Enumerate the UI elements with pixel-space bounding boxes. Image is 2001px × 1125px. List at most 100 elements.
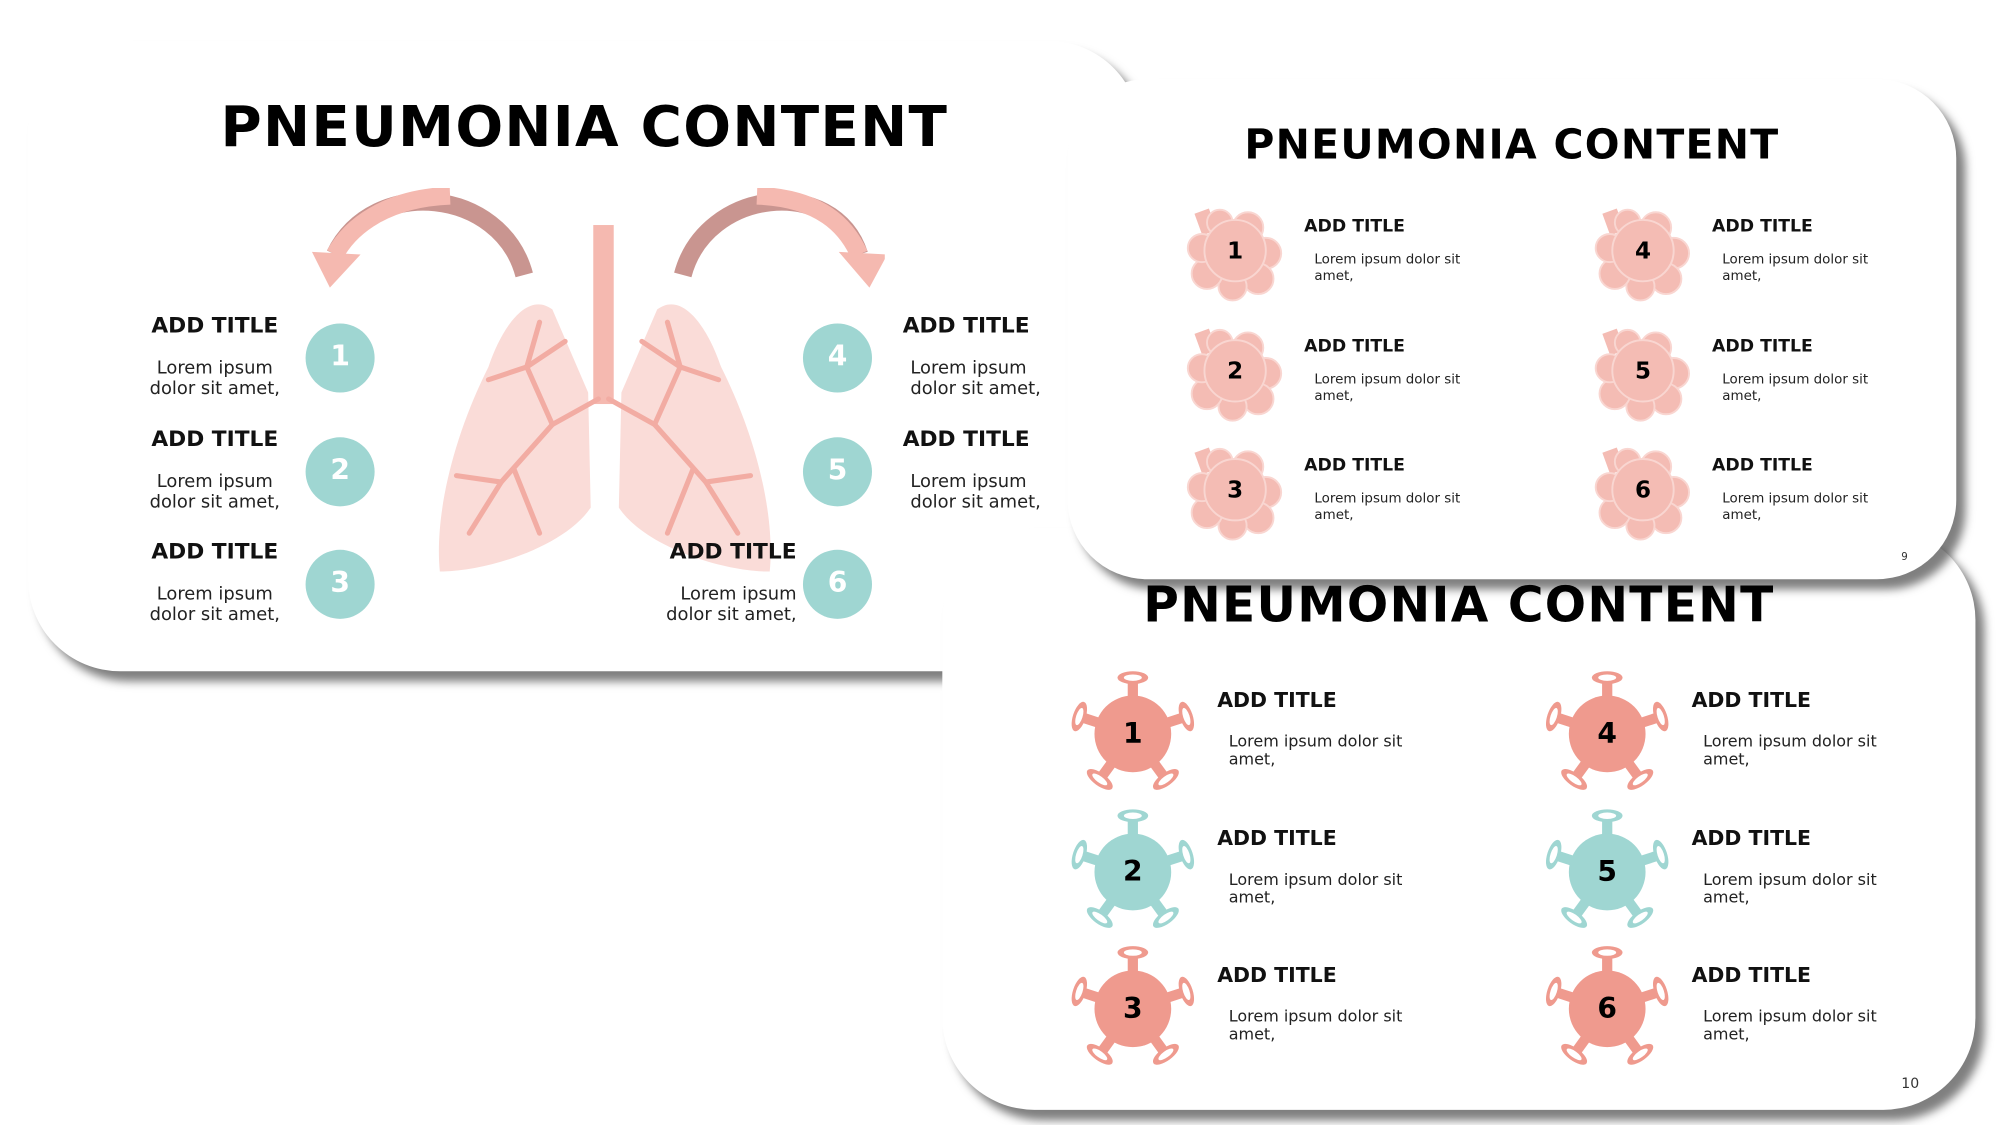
item-title: ADD TITLE [1304, 335, 1405, 357]
number-circle [802, 436, 873, 506]
item-number: 6 [827, 567, 848, 600]
item-number: 4 [827, 341, 848, 374]
item-text-line: amet, [1703, 886, 1750, 906]
item-number: 3 [1227, 476, 1244, 504]
item-title: ADD TITLE [1712, 455, 1813, 476]
item-text-line: Lorem ipsum dolor sit [1314, 371, 1461, 387]
number-circle [802, 323, 873, 393]
item-text-line: amet, [1314, 268, 1354, 284]
item-title: ADD TITLE [1712, 216, 1813, 237]
item-title: ADD TITLE [1691, 962, 1812, 988]
item-number: 5 [1634, 357, 1652, 385]
item-number: 1 [330, 341, 350, 374]
item-title: ADD TITLE [1217, 687, 1337, 713]
item-title: ADD TITLE [902, 426, 1030, 452]
item-title: ADD TITLE [1712, 335, 1813, 357]
item-text-line: Lorem ipsum [680, 584, 797, 605]
alveoli-blob-icon [1184, 439, 1286, 546]
number-circle [305, 323, 375, 393]
item-number: 6 [1597, 993, 1617, 1026]
item-number: 3 [330, 567, 350, 600]
item-title: ADD TITLE [1691, 687, 1812, 713]
item-text-line: Lorem ipsum dolor sit [1228, 868, 1403, 888]
number-circle [305, 436, 375, 506]
item-text-line: Lorem ipsum [910, 471, 1027, 492]
item-text-line: dolor sit amet, [666, 604, 797, 626]
item-text-line: amet, [1722, 388, 1762, 404]
alveoli-blob-icon [1592, 199, 1694, 306]
lungs-icon [311, 187, 885, 572]
item-text-line: Lorem ipsum dolor sit [1314, 490, 1461, 507]
slide-title: PNEUMONIA CONTENT [220, 94, 949, 160]
item-text-line: dolor sit amet, [149, 491, 281, 513]
virus-icon [1069, 807, 1197, 940]
number-circle [305, 549, 375, 619]
item-text-line: Lorem ipsum dolor sit [1703, 868, 1877, 888]
item-text-line: Lorem ipsum [156, 584, 273, 605]
item-text-line: amet, [1228, 1024, 1276, 1044]
page-number: 10 [1901, 1075, 1920, 1092]
item-text-line: dolor sit amet, [149, 378, 281, 399]
item-number: 1 [1123, 718, 1143, 751]
item-text-line: amet, [1228, 886, 1276, 906]
item-text-line: dolor sit amet, [149, 604, 281, 626]
virus-icon [1069, 670, 1197, 803]
item-text-line: Lorem ipsum dolor sit [1722, 371, 1869, 387]
item-text-line: Lorem ipsum dolor sit [1722, 490, 1869, 507]
slide-title: PNEUMONIA CONTENT [1244, 120, 1780, 169]
item-text-line: amet, [1228, 749, 1276, 769]
item-title: ADD TITLE [1217, 825, 1337, 850]
item-text-line: Lorem ipsum dolor sit [1703, 731, 1877, 751]
item-text-line: amet, [1703, 1024, 1750, 1044]
virus-icon [1069, 945, 1197, 1078]
item-number: 2 [1123, 856, 1143, 888]
item-text-line: dolor sit amet, [910, 378, 1041, 399]
item-title: ADD TITLE [1691, 825, 1812, 850]
item-title: ADD TITLE [151, 539, 279, 566]
item-title: ADD TITLE [669, 539, 797, 566]
number-circle [802, 549, 873, 619]
item-title: ADD TITLE [902, 313, 1030, 339]
item-text-line: Lorem ipsum dolor sit [1228, 1006, 1403, 1026]
item-text-line: amet, [1722, 268, 1762, 284]
item-text-line: amet, [1314, 507, 1354, 523]
item-text-line: Lorem ipsum [156, 358, 273, 379]
alveoli-blob-icon [1592, 319, 1694, 426]
slide-title: PNEUMONIA CONTENT [1143, 576, 1775, 633]
item-number: 4 [1634, 237, 1652, 265]
item-text-line: amet, [1314, 388, 1354, 404]
item-title: ADD TITLE [1304, 216, 1405, 237]
alveoli-blob-icon [1184, 199, 1286, 306]
item-text-line: amet, [1722, 507, 1762, 523]
alveoli-blob-icon [1184, 319, 1286, 426]
item-text-line: amet, [1703, 749, 1750, 769]
item-number: 2 [330, 454, 350, 487]
alveoli-blob-icon [1592, 439, 1694, 546]
item-number: 3 [1123, 993, 1143, 1026]
item-number: 2 [1227, 357, 1244, 385]
item-title: ADD TITLE [1217, 962, 1337, 988]
item-text-line: Lorem ipsum dolor sit [1722, 251, 1869, 268]
page-number: 9 [1901, 551, 1908, 563]
item-text-line: Lorem ipsum [156, 471, 273, 492]
item-text-line: Lorem ipsum dolor sit [1703, 1006, 1877, 1026]
item-number: 5 [1597, 856, 1617, 888]
item-text-line: Lorem ipsum dolor sit [1228, 731, 1403, 751]
item-number: 4 [1597, 718, 1617, 751]
virus-icon [1543, 945, 1671, 1078]
item-text-line: Lorem ipsum [910, 358, 1027, 379]
item-number: 6 [1634, 476, 1652, 504]
item-title: ADD TITLE [151, 313, 279, 339]
item-title: ADD TITLE [1304, 455, 1405, 476]
item-text-line: Lorem ipsum dolor sit [1314, 251, 1461, 268]
item-number: 1 [1227, 237, 1244, 265]
virus-icon [1543, 670, 1671, 803]
item-text-line: dolor sit amet, [910, 491, 1041, 513]
item-title: ADD TITLE [151, 426, 279, 452]
item-number: 5 [827, 454, 848, 487]
virus-icon [1543, 807, 1671, 940]
